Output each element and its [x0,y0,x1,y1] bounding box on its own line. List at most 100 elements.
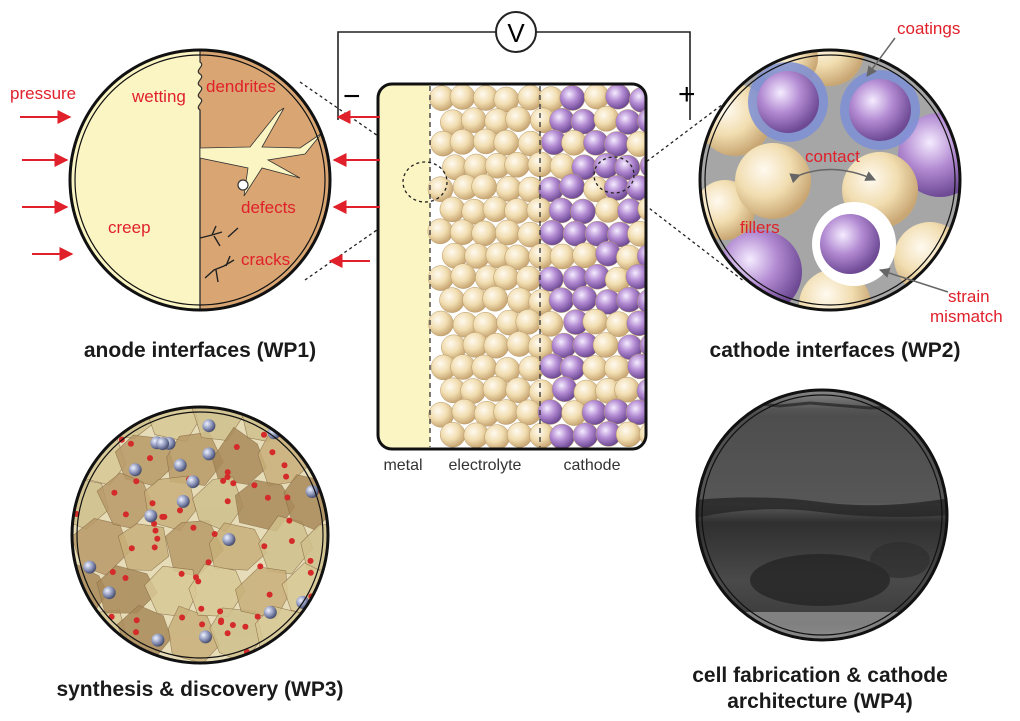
oxygen-atom [286,517,293,524]
electrolyte-particle [549,243,576,270]
cathode-particle [549,107,575,134]
wetting-label: wetting [131,87,186,106]
cathode-zoom-marker [593,156,635,194]
oxygen-atom [257,563,264,570]
cell-particles [427,84,646,449]
electrolyte-particle [471,220,497,247]
fillers-label: fillers [740,218,780,237]
oxygen-atom [128,545,135,552]
lithium-atom [144,509,158,523]
cathode-particle [548,197,575,224]
oxygen-atom [242,623,249,630]
polyhedron [167,605,220,663]
cathode-particle [627,353,646,380]
cathode-particle [595,240,621,267]
cathode-particle [570,198,596,225]
fabrication-panel [695,388,949,642]
cathode-particle [637,288,646,315]
anode-zoom-marker [402,161,448,203]
oxygen-atom [111,489,118,496]
oxygen-atom [220,477,227,484]
electrolyte-particle [537,311,564,337]
electrolyte-particle [483,332,510,359]
oxygen-atom [254,613,261,620]
electrolyte-particle [451,398,478,425]
cathode-particle [615,109,641,135]
defect-void [237,179,249,191]
cathode-particle [549,423,575,449]
pressure-arrows [20,110,380,268]
electrolyte-particle [627,221,646,247]
oxygen-atom [127,440,134,447]
electrolyte-particle [582,355,608,381]
electrolyte-particle [504,198,530,224]
polyhedron [117,523,170,571]
oxygen-atom [133,629,139,636]
lithium-atom [199,630,212,644]
lithium-atom [151,633,165,647]
coatings-label: coatings [897,19,960,38]
oxygen-atom [298,420,305,427]
polyhedron [305,608,328,663]
fabrication-caption-line2: architecture (WP4) [727,690,913,713]
oxygen-atom [218,619,224,626]
lithium-atom [222,533,236,546]
electrolyte-particle [450,263,477,289]
oxygen-atom [122,511,129,518]
electrolyte-particle [482,285,508,312]
oxygen-atom [317,434,324,441]
electrolyte-particle [505,106,531,132]
polyhedron [72,407,111,440]
synthesis-caption: synthesis & discovery (WP3) [56,678,344,701]
metal-layer [378,84,430,449]
electrolyte-particle [615,421,642,448]
oxygen-atom [224,630,231,637]
cathode-particle [581,399,608,426]
oxygen-atom [251,482,258,489]
electrolyte-particle [595,197,621,223]
cracks-label: cracks [241,250,290,269]
lithium-atom [202,419,216,433]
oxygen-atom [151,544,158,551]
oxygen-atom [281,462,288,469]
polyhedron [281,407,328,447]
oxygen-atom [122,575,129,581]
minus-terminal: − [343,80,361,113]
oxygen-atom [147,455,153,462]
cathode-particle [639,332,646,359]
electrolyte-particle [428,310,454,337]
oxygen-atom [307,557,314,564]
oxygen-atom [290,639,297,646]
strain-label: strain [948,287,990,306]
voltmeter-circuit: V − + [337,11,696,120]
oxygen-atom [190,524,197,531]
cathode-particle [604,131,630,157]
oxygen-atom [198,605,205,612]
electrolyte-particle [515,399,542,426]
oxygen-atom [261,431,267,438]
electrolyte-particle [471,173,497,200]
electrolyte-particle [482,196,509,222]
oxygen-atom [229,622,236,628]
lithium-atom [79,434,93,448]
electrolyte-particle [505,377,531,403]
battery-cell: metal electrolyte cathode [376,82,648,474]
electrolyte-particle [471,354,497,381]
electrolyte-particle [439,421,466,448]
oxygen-atom [151,520,158,527]
cathode-particle [605,84,631,110]
cathode-particle [626,310,646,337]
electrolyte-particle [506,331,533,357]
oxygen-atom [288,538,295,544]
cathode-particle [636,378,646,404]
oxygen-atom [307,569,314,576]
oxygen-atom [161,513,168,520]
lithium-atom [173,458,187,472]
electrolyte-particle [439,287,465,313]
lithium-atom [176,494,190,508]
oxygen-atom [199,621,206,628]
oxygen-atom [266,591,273,598]
cathode-caption: cathode interfaces (WP2) [709,339,961,362]
voltmeter-symbol: V [507,18,525,48]
oxygen-atom [133,478,140,485]
